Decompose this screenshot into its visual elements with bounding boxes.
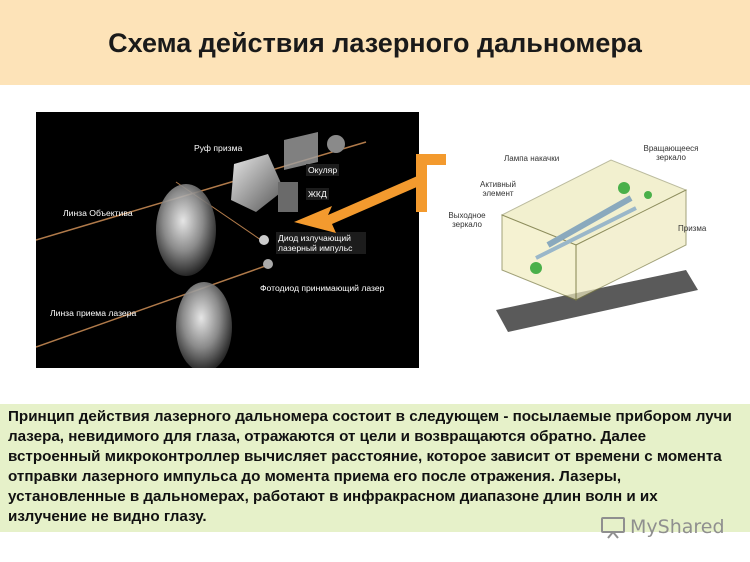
label-prism: Призма [678,224,707,233]
presentation-board-icon [601,517,625,539]
label-rotating-mirror: Вращающееся зеркало [643,144,699,162]
label-output-mirror: Выходное зеркало [448,211,486,229]
title-bar [0,0,750,85]
description-text: Принцип действия лазерного дальномера со… [8,408,732,525]
label-objective-lens: Линза Объектива [63,208,133,218]
optical-scheme-illustration [36,132,367,368]
laser-module-illustration [496,159,698,332]
page-title: Схема действия лазерного дальномера [108,28,642,58]
label-pump-lamp: Лампа накачки [504,154,560,163]
label-roof-prism: Руф призма [194,143,243,153]
optical-scheme-diagram: Руф призма Окуляр ЖКД Линза Объектива Ди… [36,112,419,368]
label-lcd: ЖКД [306,188,329,200]
watermark-text: MyShared [630,516,725,538]
orange-arrow-icon [294,154,446,233]
label-photodiode: Фотодиод принимающий лазер [260,283,385,293]
label-active-element: Активный элемент [480,180,516,198]
label-emitting-diode: Диод излучающий лазерный импульс [276,232,366,254]
watermark: MyShared [600,514,725,540]
description-box [0,404,750,532]
laser-module-diagram: Лампа накачки Вращающееся зеркало Активн… [436,140,736,340]
label-receive-lens: Линза приема лазера [50,308,137,318]
label-eyepiece: Окуляр [306,164,340,176]
